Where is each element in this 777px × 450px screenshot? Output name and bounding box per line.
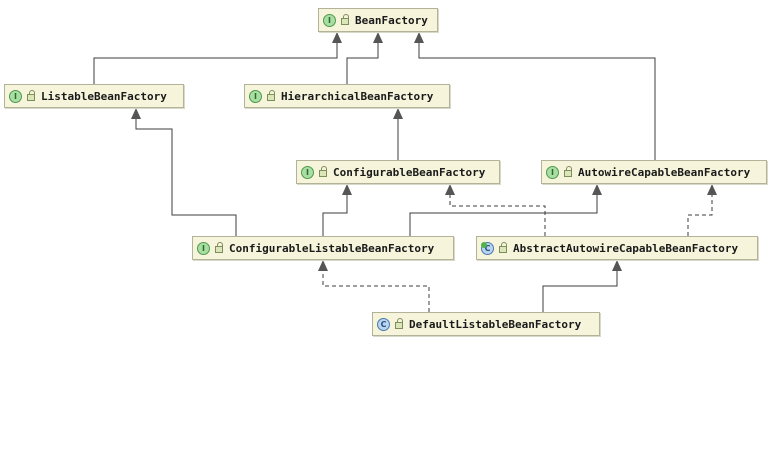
lock-icon	[564, 165, 572, 177]
lock-icon	[499, 241, 507, 253]
arrowhead	[131, 108, 141, 119]
node-autowirecapablebeanfactory[interactable]: I AutowireCapableBeanFactory	[541, 160, 767, 184]
node-label: AbstractAutowireCapableBeanFactory	[513, 241, 739, 255]
interface-badge-icon: I	[301, 165, 314, 179]
node-label: BeanFactory	[355, 13, 428, 27]
arrowhead	[393, 108, 403, 119]
interface-badge-icon: I	[546, 165, 559, 179]
interface-badge-icon: I	[9, 89, 22, 103]
lock-icon	[395, 317, 403, 329]
node-beanfactory[interactable]: I BeanFactory	[318, 8, 438, 32]
interface-badge-icon: I	[249, 89, 262, 103]
edge-configlistable-to-autowire	[409, 194, 598, 236]
interface-badge-icon: I	[323, 13, 336, 27]
arrowhead	[445, 184, 455, 195]
node-listablebeanfactory[interactable]: I ListableBeanFactory	[4, 84, 184, 108]
arrowhead	[332, 32, 342, 43]
lock-icon	[27, 89, 35, 101]
node-defaultlistablebeanfactory[interactable]: C DefaultListableBeanFactory	[372, 312, 600, 336]
node-label: AutowireCapableBeanFactory	[578, 165, 751, 179]
edge-default-to-abstractautowire	[542, 270, 618, 312]
arrowhead	[612, 260, 622, 271]
class-badge-icon: C	[377, 317, 390, 331]
lock-icon	[267, 89, 275, 101]
edge-default-to-configlistable	[322, 270, 430, 312]
node-hierarchicalbeanfactory[interactable]: I HierarchicalBeanFactory	[244, 84, 450, 108]
node-label: ConfigurableListableBeanFactory	[229, 241, 435, 255]
node-label: DefaultListableBeanFactory	[409, 317, 582, 331]
arrowhead	[414, 32, 424, 43]
arrowhead	[342, 184, 352, 195]
node-configurablelistablebeanfactory[interactable]: I ConfigurableListableBeanFactory	[192, 236, 454, 260]
interface-badge-icon: I	[197, 241, 210, 255]
edge-configlistable-to-listable	[135, 118, 237, 236]
arrowhead	[373, 32, 383, 43]
lock-icon	[341, 13, 349, 25]
edge-abstractautowire-to-autowire	[687, 194, 713, 236]
edge-hierarchical-to-beanfactory	[346, 42, 379, 84]
edge-abstractautowire-to-configurable	[449, 194, 546, 236]
abstract-class-badge-icon: C	[481, 241, 494, 255]
edge-listable-to-beanfactory	[93, 42, 338, 84]
node-label: ListableBeanFactory	[41, 89, 167, 103]
lock-icon	[215, 241, 223, 253]
node-abstractautowirecapablebeanfactory[interactable]: C AbstractAutowireCapableBeanFactory	[476, 236, 758, 260]
node-label: ConfigurableBeanFactory	[333, 165, 486, 179]
edge-autowire-to-beanfactory	[418, 42, 656, 160]
node-label: HierarchicalBeanFactory	[281, 89, 434, 103]
node-configurablebeanfactory[interactable]: I ConfigurableBeanFactory	[296, 160, 500, 184]
arrowhead	[707, 184, 717, 195]
edge-configlistable-to-configurable	[322, 194, 348, 236]
arrowhead	[592, 184, 602, 195]
arrowhead	[318, 260, 328, 271]
lock-icon	[319, 165, 327, 177]
